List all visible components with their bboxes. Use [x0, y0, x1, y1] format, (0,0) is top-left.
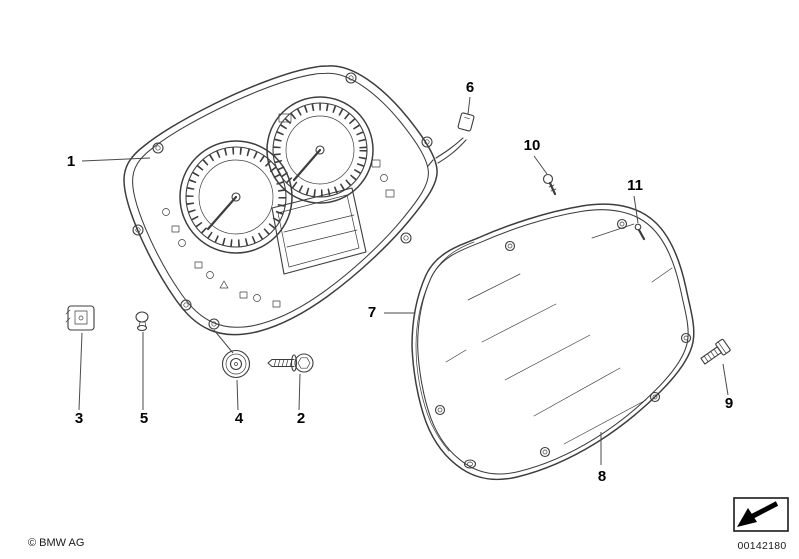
- bolt-part-9-art: [700, 338, 731, 365]
- leader-lines: [78, 96, 729, 465]
- direction-of-travel-icon: [733, 497, 789, 532]
- left-gauge: [179, 140, 293, 254]
- copyright-text: © BMW AG: [28, 537, 85, 549]
- callout-11: 11: [627, 177, 643, 194]
- right-gauge: [266, 96, 374, 204]
- screw-part-10-art: [542, 173, 557, 196]
- clip-part-3-art: [65, 305, 95, 331]
- callout-9: 9: [724, 395, 734, 412]
- callout-10: 10: [523, 137, 541, 154]
- callout-3: 3: [74, 410, 84, 427]
- document-number: 00142180: [737, 540, 787, 552]
- callout-2: 2: [296, 410, 306, 427]
- callout-7: 7: [367, 304, 377, 321]
- callout-8: 8: [597, 468, 607, 485]
- wire-connector-art: [427, 112, 475, 167]
- indicator-symbols: [162, 113, 395, 308]
- screw-part-2-art: [267, 353, 314, 373]
- callout-6: 6: [465, 79, 475, 96]
- cluster-screw-holes: [132, 72, 433, 330]
- callout-4: 4: [234, 410, 244, 427]
- assembly-line: [213, 329, 234, 354]
- clip-part-11-art: [634, 223, 646, 241]
- pin-part-5-art: [135, 311, 149, 332]
- grommet-part-4-art: [221, 349, 251, 379]
- cover-hatch-lines: [445, 223, 673, 445]
- rear-cover-art: [411, 203, 695, 481]
- callout-1: 1: [66, 153, 76, 170]
- cover-screw-bosses: [434, 218, 692, 469]
- instrument-cluster-art: [123, 65, 438, 336]
- callout-5: 5: [139, 410, 149, 427]
- lcd-display: [271, 187, 367, 275]
